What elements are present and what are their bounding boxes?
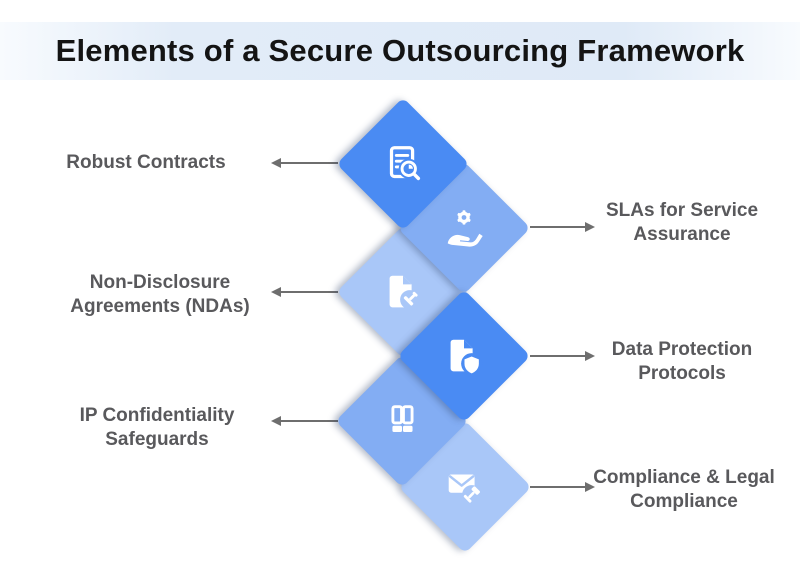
arrow-slas [530,222,595,232]
diamond-ndas [336,225,470,359]
label-compliance-legal: Compliance & Legal Compliance [593,467,775,512]
arrow-ndas [271,287,338,297]
archive-binders-icon [355,374,449,468]
diamond-data-protection [397,289,531,423]
arrow-robust-contracts [271,158,338,168]
arrow-compliance-legal [530,482,595,492]
document-stamp-icon [356,245,450,339]
envelope-gavel-icon [418,440,512,534]
diamond-slas [397,161,531,295]
arrow-data-protection [530,351,595,361]
diamond-ip-confidentiality [335,354,469,488]
label-robust-contracts: Robust Contracts [66,152,226,173]
label-ip-confidentiality: IP Confidentiality Safeguards [79,405,235,450]
hand-gear-icon [417,181,511,275]
page-title: Elements of a Secure Outsourcing Framewo… [55,33,745,68]
label-ndas: Non-Disclosure Agreements (NDAs) [70,272,250,317]
document-shield-icon [417,309,511,403]
label-data-protection: Data Protection Protocols [611,339,753,384]
document-search-icon [356,117,450,211]
title-banner: Elements of a Secure Outsourcing Framewo… [0,22,800,80]
label-slas: SLAs for Service Assurance [605,200,759,245]
diamond-robust-contracts [336,97,470,231]
diamond-compliance-legal [398,420,532,554]
arrow-ip-confidentiality [271,416,338,426]
